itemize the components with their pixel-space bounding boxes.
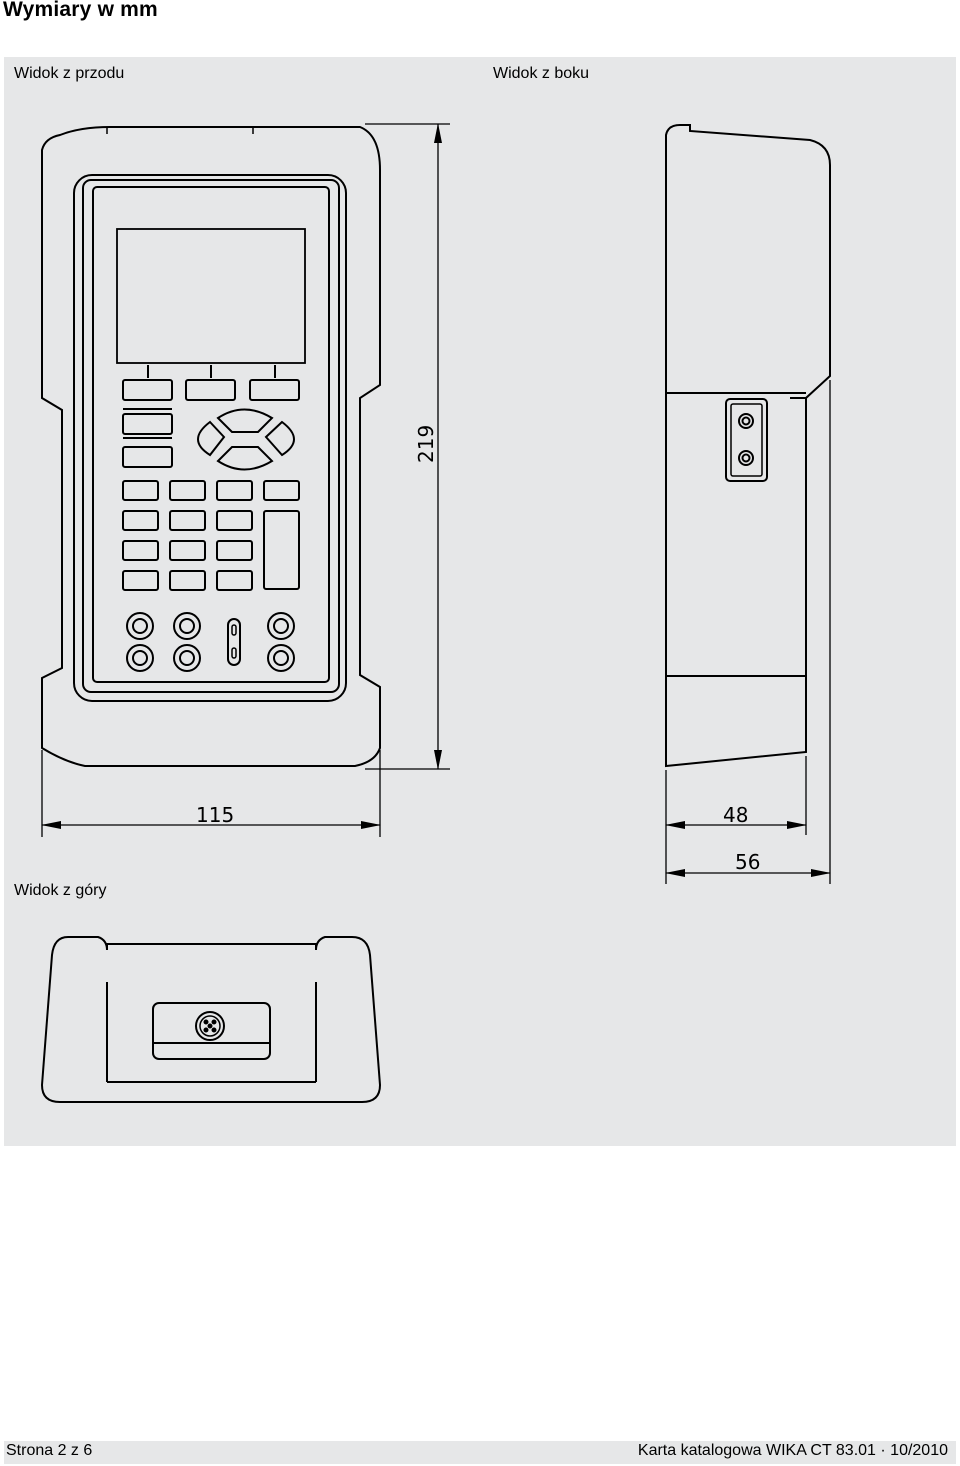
width-dimension bbox=[41, 750, 381, 837]
depth-dimensions bbox=[665, 380, 831, 884]
page-title: Wymiary w mm bbox=[3, 0, 158, 21]
front-view-label: Widok z przodu bbox=[14, 65, 125, 82]
depth-inner-label: 48 bbox=[723, 803, 748, 827]
page-number: Strona 2 z 6 bbox=[6, 1442, 93, 1459]
side-view-drawing bbox=[665, 124, 831, 768]
height-dimension-label: 219 bbox=[414, 425, 438, 463]
front-view-drawing bbox=[41, 126, 381, 767]
width-dimension-label: 115 bbox=[196, 803, 234, 827]
top-view-drawing bbox=[40, 936, 382, 1103]
drawing-panel bbox=[4, 57, 956, 1146]
depth-outer-label: 56 bbox=[735, 850, 760, 874]
top-view-label: Widok z góry bbox=[14, 882, 107, 899]
height-dimension bbox=[365, 123, 450, 770]
footer-bar bbox=[4, 1441, 956, 1464]
document-reference: Karta katalogowa WIKA CT 83.01 · 10/2010 bbox=[637, 1442, 948, 1459]
side-view-label: Widok z boku bbox=[493, 65, 590, 82]
